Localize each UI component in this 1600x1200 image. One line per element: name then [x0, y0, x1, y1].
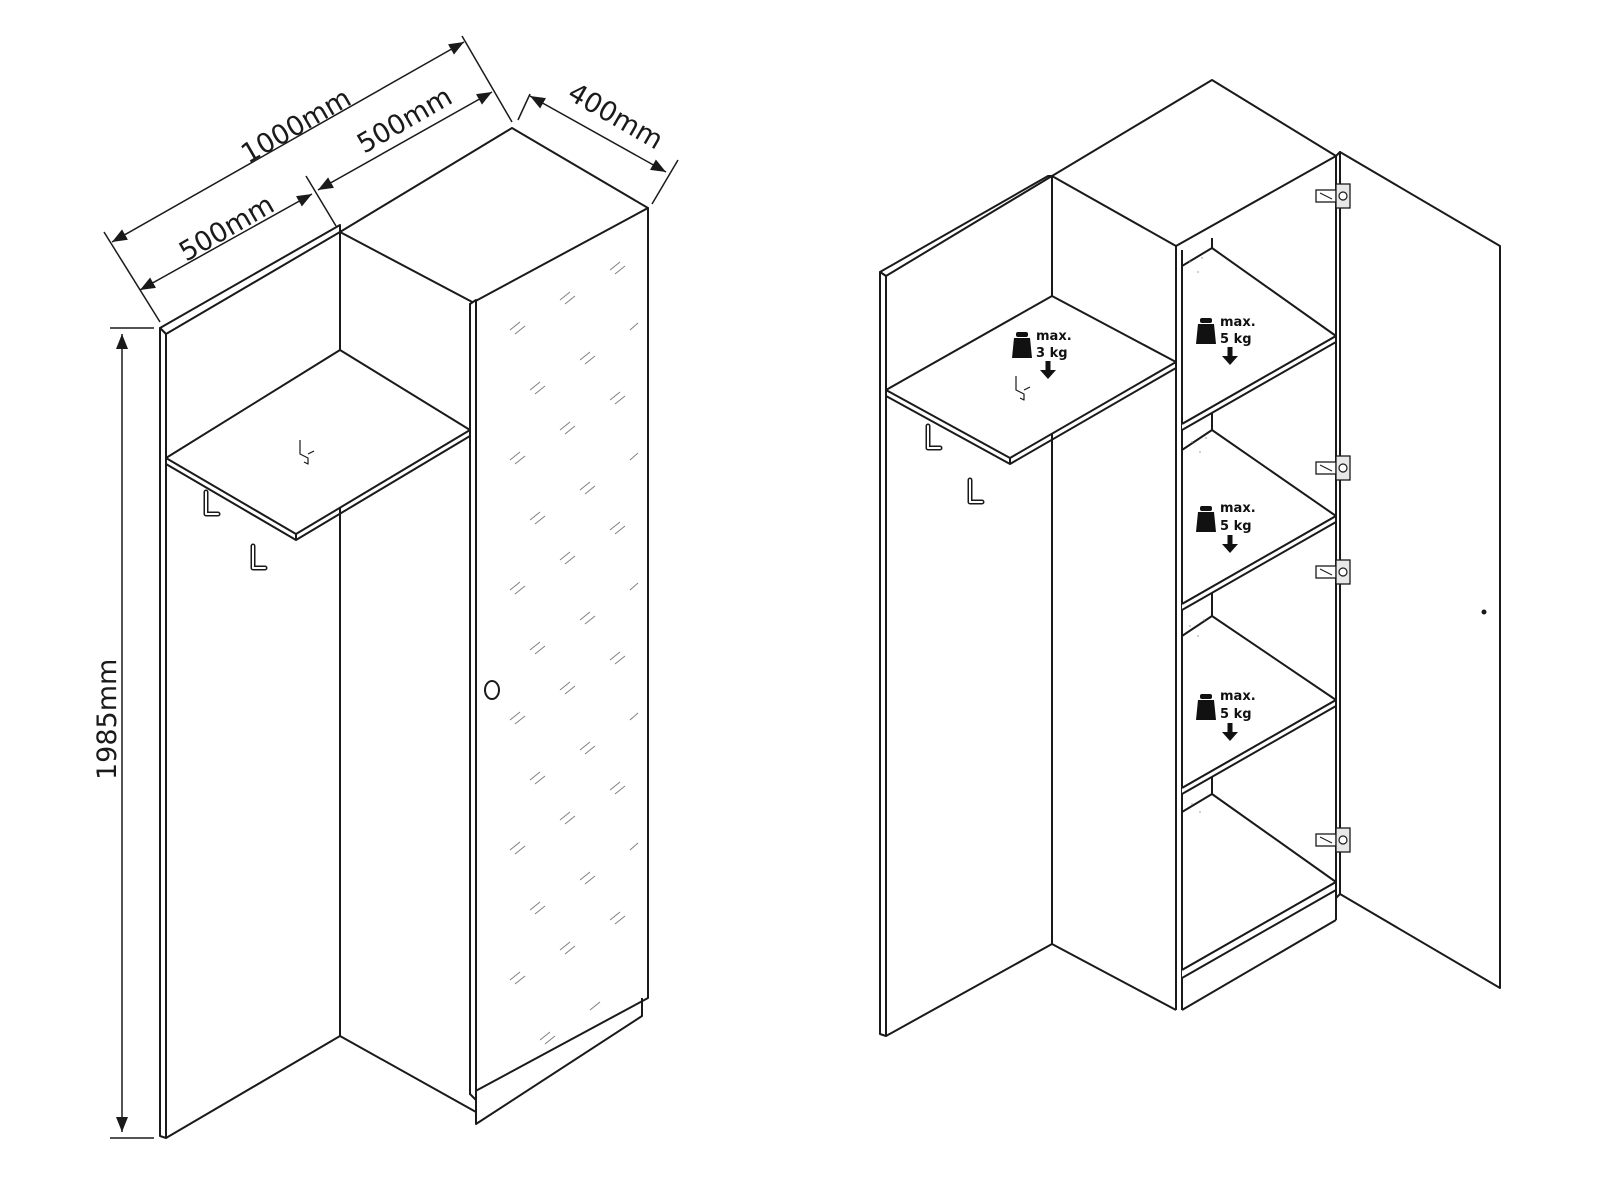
shelf3-max-label: max.	[1220, 689, 1256, 704]
wardrobe-closed-view	[159, 127, 649, 1139]
left-width-label: 500mm	[174, 189, 280, 268]
wardrobe-open-view	[879, 79, 1501, 1037]
coat-hook-icon	[928, 426, 940, 448]
shelf1-load-marker: max. 5 kg	[1196, 315, 1256, 365]
shelf-bracket-icon	[299, 440, 315, 465]
shelf1-load-value: 5 kg	[1220, 332, 1252, 347]
open-shelf-max-label: max.	[1036, 329, 1072, 344]
dimension-lines	[103, 35, 679, 1139]
coat-hook-icon	[970, 480, 982, 502]
shelf2-max-label: max.	[1220, 501, 1256, 516]
door-hinge-icon	[1315, 827, 1351, 853]
open-shelf-load-value: 3 kg	[1036, 346, 1068, 361]
shelf3-load-value: 5 kg	[1220, 707, 1252, 722]
shelf3-load-marker: max. 5 kg	[1196, 689, 1256, 741]
shelf-bracket-icon	[1015, 376, 1031, 401]
door-knob-icon	[484, 680, 500, 700]
coat-hook-icon	[206, 492, 218, 514]
shelf1-max-label: max.	[1220, 315, 1256, 330]
coat-hook-icon	[253, 546, 265, 568]
open-shelf-load-marker: max. 3 kg	[1012, 329, 1072, 379]
total-width-label: 1000mm	[236, 83, 357, 171]
door-hinge-icon	[1315, 455, 1351, 481]
height-label: 1985mm	[92, 659, 123, 780]
door-hinge-icon	[1315, 559, 1351, 585]
door-hinge-icon	[1315, 183, 1351, 209]
shelf2-load-marker: max. 5 kg	[1196, 501, 1256, 553]
shelf2-load-value: 5 kg	[1220, 519, 1252, 534]
